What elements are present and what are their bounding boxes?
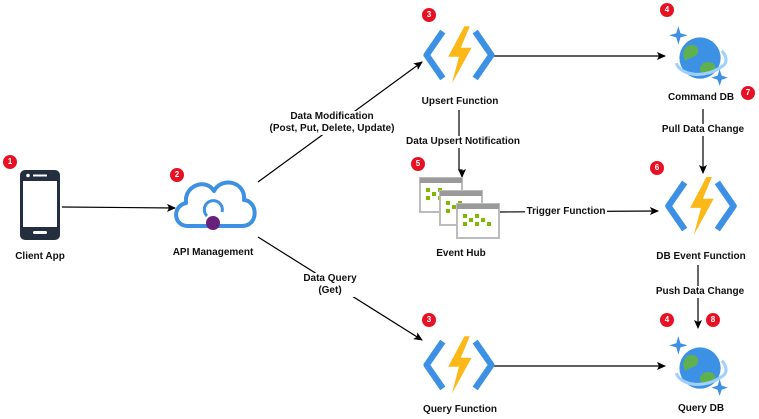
azure-function-icon: [427, 26, 492, 84]
edge-label-data-modification: Data Modification (Post, Put, Delete, Up…: [266, 111, 398, 135]
cosmos-db-icon: [667, 24, 730, 88]
client-app-label: Client App: [15, 251, 65, 262]
db-event-function-label: DB Event Function: [656, 251, 746, 262]
step-badge-event-hub: 5: [411, 157, 425, 171]
query-function-label: Query Function: [423, 404, 497, 415]
query-db-label: Query DB: [677, 403, 725, 414]
edge-label-trigger-function: Trigger Function: [525, 206, 607, 218]
event-hub-icon: [419, 177, 500, 239]
mobile-phone-icon: [20, 170, 60, 240]
step-badge-query-db-extra: 8: [706, 313, 720, 327]
edge-label-data-modification-line2: (Post, Put, Delete, Update): [269, 123, 395, 134]
azure-function-icon: [668, 177, 733, 235]
step-badge-client-app: 1: [3, 155, 17, 169]
edge-label-data-modification-line1: Data Modification: [290, 111, 374, 122]
api-management-label: API Management: [172, 247, 254, 258]
event-hub-label: Event Hub: [436, 248, 486, 259]
azure-function-icon: [427, 336, 492, 394]
step-badge-query-function: 3: [422, 313, 436, 327]
edge-label-data-upsert-notification: Data Upsert Notification: [400, 136, 526, 148]
step-badge-command-db-extra: 7: [741, 86, 755, 100]
edge-client-to-apim: [61, 203, 176, 212]
api-management-cloud-icon: [174, 180, 257, 230]
step-badge-query-db: 4: [660, 313, 674, 327]
edge-label-pull-data-change: Pull Data Change: [656, 124, 750, 136]
step-badge-db-event-function: 6: [650, 161, 664, 175]
cosmos-db-icon: [667, 334, 730, 398]
edge-label-data-query-line2: (Get): [318, 285, 342, 296]
command-db-label: Command DB: [667, 92, 735, 103]
step-badge-upsert-function: 3: [422, 8, 436, 22]
edge-label-push-data-change: Push Data Change: [651, 286, 749, 298]
step-badge-api-management: 2: [170, 168, 184, 182]
upsert-function-label: Upsert Function: [421, 96, 499, 107]
step-badge-command-db: 4: [660, 3, 674, 17]
edge-label-data-query: Data Query (Get): [297, 273, 363, 297]
edge-label-data-query-line1: Data Query: [303, 273, 357, 284]
